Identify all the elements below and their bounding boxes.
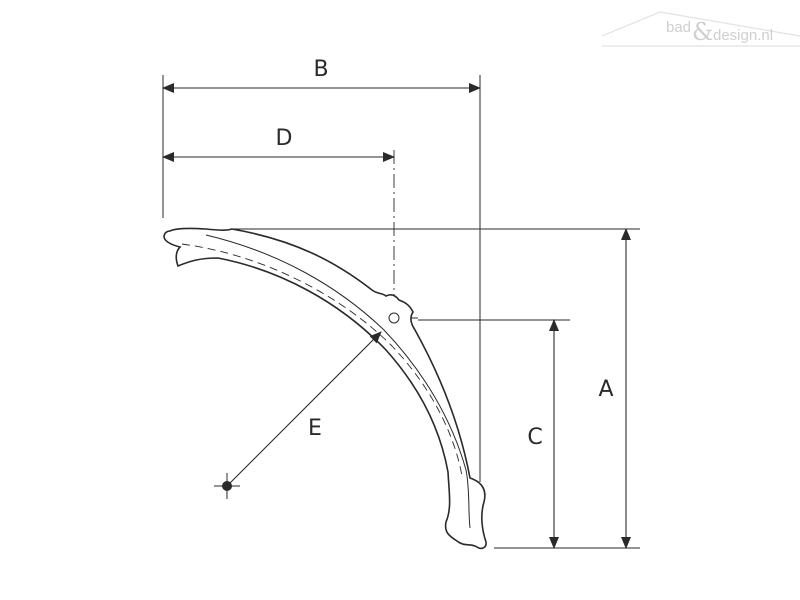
radius-center-point xyxy=(214,473,240,499)
dimension-label-a: A xyxy=(598,377,613,402)
profile-inner-edge xyxy=(205,234,471,529)
dimension-label-d: D xyxy=(276,126,293,151)
reference-point-circle xyxy=(388,312,400,324)
dimension-lines xyxy=(162,83,631,549)
logo-roof-icon xyxy=(601,11,800,47)
logo-text-right: design.nl xyxy=(713,27,773,44)
logo-ampersand: & xyxy=(692,18,713,46)
cornice-profile xyxy=(163,227,487,550)
dimension-line-e xyxy=(226,331,382,487)
profile-outline xyxy=(163,227,487,550)
dimension-label-c: C xyxy=(527,425,542,450)
profile-dashed-arc xyxy=(181,243,463,477)
extension-lines xyxy=(162,75,640,549)
logo-text-left: bad xyxy=(666,19,691,36)
brand-logo: bad & design.nl xyxy=(601,11,800,47)
dimension-label-e: E xyxy=(308,416,322,441)
dimension-label-b: B xyxy=(313,57,328,82)
